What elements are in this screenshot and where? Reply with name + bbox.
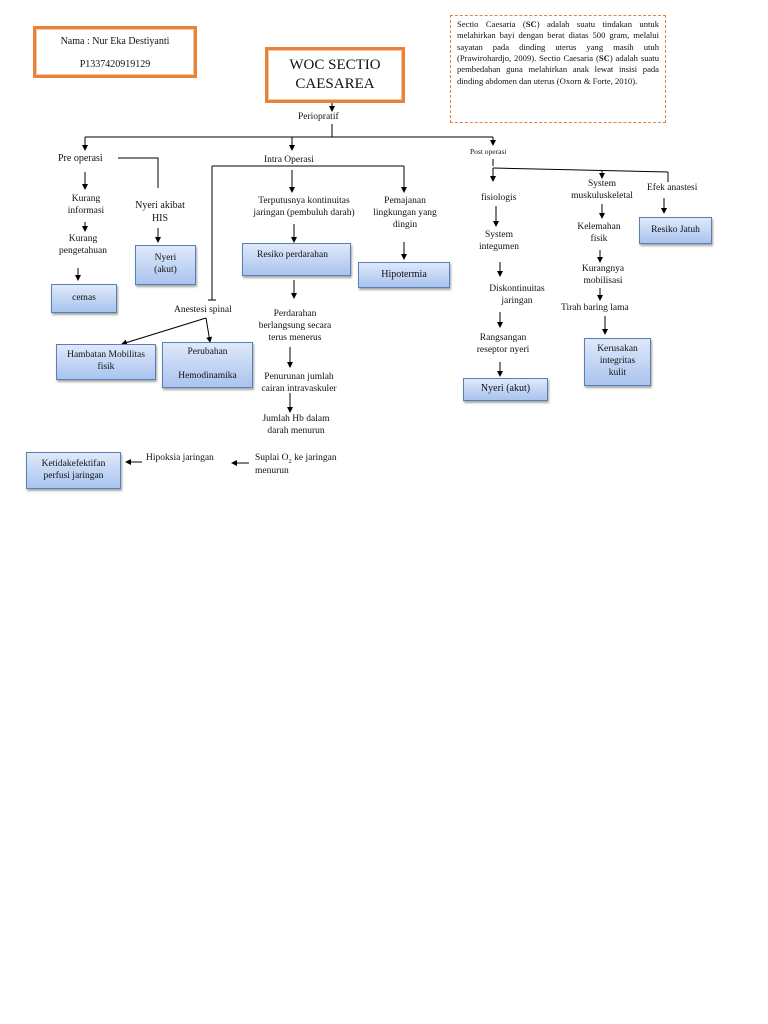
arrow-to-perubahan (205, 317, 213, 343)
node-system-integumen: System integumen (478, 230, 520, 252)
diagnosis-hambatan-mobilitas: Hambatan Mobilitas fisik (56, 344, 156, 380)
diagram-title: WOC SECTIO CAESAREA (289, 57, 381, 92)
node-system-muskuluskeletal: System muskuluskeletal (571, 179, 633, 201)
node-perdarahan: Perdarahan berlangsung secara terus mene… (258, 309, 332, 343)
node-intra-operasi: Intra Operasi (264, 155, 314, 165)
diagnosis-nyeri-akut-post: Nyeri (akut) (463, 378, 548, 401)
diagram-title-box: WOC SECTIO CAESAREA (265, 47, 405, 103)
definition-bold-1: SC (525, 19, 537, 29)
definition-text-1: Sectio Caesaria ( (457, 19, 526, 29)
node-anestesi-spinal: Anestesi spinal (174, 305, 232, 315)
node-periopratif: Periopratif (298, 112, 339, 122)
node-jumlah-hb: Jumlah Hb dalam darah menurun (262, 414, 330, 436)
student-name: Nama : Nur Eka Destiyanti (60, 36, 170, 47)
node-efek-anastesi: Efek anastesi (647, 183, 698, 193)
node-rangsangan-reseptor: Rangsangan reseptor nyeri (476, 333, 530, 355)
diagnosis-nyeri-akut-pre: Nyeri (akut) (135, 245, 196, 285)
line-pre-to-nyeri-his (118, 157, 159, 188)
node-kurang-pengetahuan: Kurang pengetahuan (58, 234, 107, 256)
node-post-operasi: Post operasi (470, 147, 507, 156)
student-id: P1337420919129 (79, 59, 151, 70)
definition-box: Sectio Caesaria (SC) adalah suatu tindak… (450, 15, 666, 123)
diagnosis-resiko-jatuh: Resiko Jatuh (639, 217, 712, 244)
node-pemajanan-lingkungan: Pemajanan lingkungan yang dingin (373, 196, 437, 230)
node-suplai-o2: Suplai O2 ke jaringan menurun (255, 453, 337, 478)
arrow-to-hambatan (121, 317, 207, 346)
node-terputusnya-kontinuitas: Terputusnya kontinuitas jaringan (pembul… (253, 196, 355, 218)
diagnosis-resiko-perdarahan: Resiko perdarahan (242, 243, 351, 276)
node-nyeri-his: Nyeri akibat HIS (135, 200, 185, 224)
diagnosis-cemas: cemas (51, 284, 117, 313)
suplai-o2-subscript: 2 (288, 457, 292, 465)
diagnosis-kerusakan-integritas-kulit: Kerusakan integritas kulit (584, 338, 651, 386)
student-info-box: Nama : Nur Eka Destiyanti P1337420919129 (33, 26, 197, 78)
diagnosis-perubahan-hemodinamika: Perubahan Hemodinamika (162, 342, 253, 388)
node-fisiologis: fisiologis (481, 193, 517, 203)
diagnosis-ketidakefektifan-perfusi: Ketidakefektifan perfusi jaringan (26, 452, 121, 489)
suplai-o2-text-b: ke jaringan menurun (255, 453, 337, 477)
definition-text-3: ) adalah suatu pembedahan guna melahirka… (457, 53, 659, 86)
node-kurang-informasi: Kurang informasi (67, 194, 105, 216)
node-kurangnya-mobilisasi: Kurangnya mobilisasi (581, 264, 625, 286)
node-tirah-baring: Tirah baring lama (561, 303, 629, 313)
suplai-o2-text-a: Suplai O (255, 453, 289, 463)
node-kelemahan-fisik: Kelemahan fisik (577, 222, 621, 244)
node-penurunan-jumlah: Penurunan jumlah cairan intravaskuler (261, 372, 337, 394)
diagnosis-hipotermia: Hipotermia (358, 262, 450, 288)
definition-bold-2: SC (598, 53, 610, 64)
post-branch-bar (492, 167, 669, 173)
node-pre-operasi: Pre operasi (58, 153, 103, 164)
node-hipoksia-jaringan: Hipoksia jaringan (146, 453, 214, 463)
node-diskontinuitas: Diskontinuitas jaringan (489, 284, 545, 306)
definition-text-2: ) adalah suatu tindakan untuk melahirkan… (457, 19, 659, 64)
